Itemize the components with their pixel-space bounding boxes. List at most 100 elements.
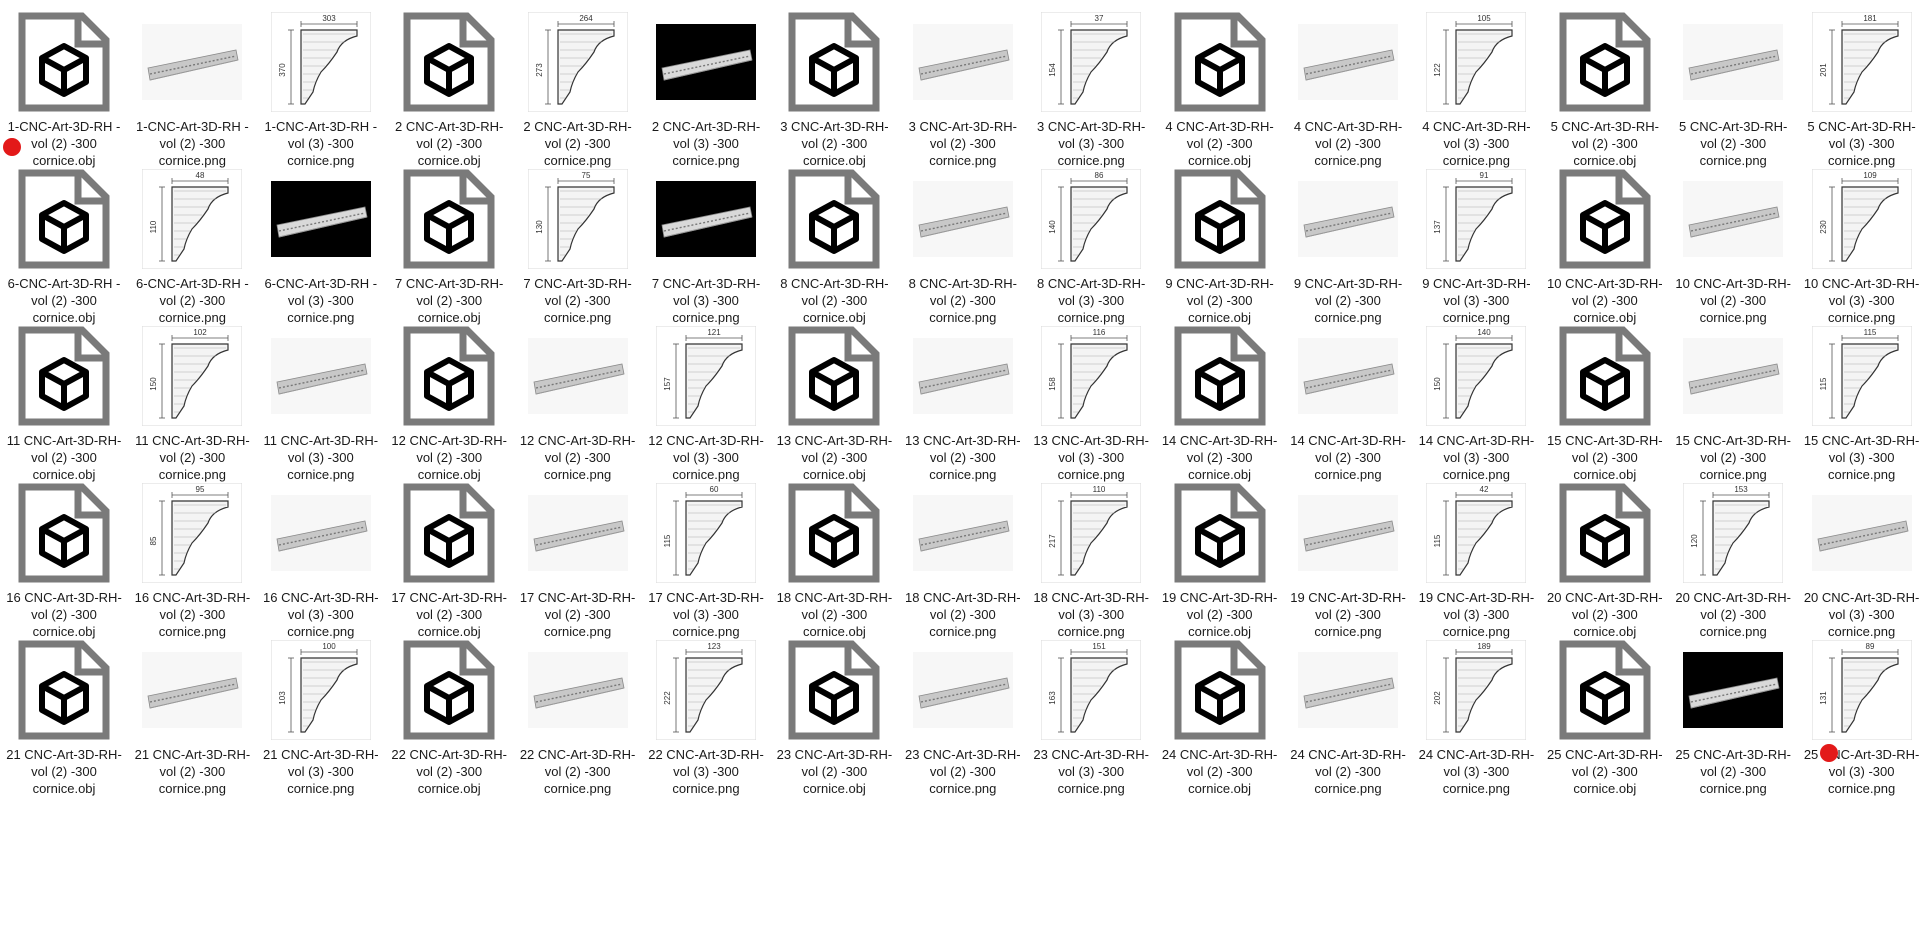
file-item[interactable]: 110 217 18 CNC-Art-3D-RH- vol (3) -300 c… [1027,471,1155,661]
file-item[interactable]: 24 CNC-Art-3D-RH- vol (2) -300 cornice.p… [1284,628,1412,818]
file-item[interactable]: 140 150 14 CNC-Art-3D-RH- vol (3) -300 c… [1412,314,1540,504]
file-item[interactable]: 60 115 17 CNC-Art-3D-RH- vol (3) -300 co… [642,471,770,661]
file-item[interactable]: 13 CNC-Art-3D-RH- vol (2) -300 cornice.p… [899,314,1027,504]
file-item[interactable]: 11 CNC-Art-3D-RH- vol (3) -300 cornice.p… [257,314,385,504]
file-name-label: 7 CNC-Art-3D-RH- vol (2) -300 cornice.ob… [395,276,504,325]
file-item[interactable]: 123 222 22 CNC-Art-3D-RH- vol (3) -300 c… [642,628,770,818]
file-item[interactable]: 21 CNC-Art-3D-RH- vol (2) -300 cornice.p… [128,628,256,818]
file-item[interactable]: 11 CNC-Art-3D-RH- vol (2) -300 cornice.o… [0,314,128,504]
file-item[interactable]: 12 CNC-Art-3D-RH- vol (2) -300 cornice.o… [385,314,513,504]
file-item[interactable]: 25 CNC-Art-3D-RH- vol (2) -300 cornice.o… [1541,628,1669,818]
file-item[interactable]: 14 CNC-Art-3D-RH- vol (2) -300 cornice.o… [1156,314,1284,504]
file-item[interactable]: 105 122 4 CNC-Art-3D-RH- vol (3) -300 co… [1412,0,1540,190]
3d-object-file-icon [1170,169,1270,269]
file-item[interactable]: 37 154 3 CNC-Art-3D-RH- vol (3) -300 cor… [1027,0,1155,190]
file-item[interactable]: 1-CNC-Art-3D-RH - vol (2) -300 cornice.o… [0,0,128,190]
svg-text:85: 85 [149,536,158,545]
file-item[interactable]: 303 370 1-CNC-Art-3D-RH - vol (3) -300 c… [257,0,385,190]
file-item[interactable]: 13 CNC-Art-3D-RH- vol (2) -300 cornice.o… [770,314,898,504]
file-item[interactable]: 19 CNC-Art-3D-RH- vol (2) -300 cornice.o… [1156,471,1284,661]
file-item[interactable]: 14 CNC-Art-3D-RH- vol (2) -300 cornice.p… [1284,314,1412,504]
file-item[interactable]: 21 CNC-Art-3D-RH- vol (2) -300 cornice.o… [0,628,128,818]
cornice-profile-drawing-thumbnail: 303 370 [270,12,371,112]
file-item[interactable]: 95 85 16 CNC-Art-3D-RH- vol (2) -300 cor… [128,471,256,661]
file-name-label: 14 CNC-Art-3D-RH- vol (2) -300 cornice.o… [1161,433,1278,482]
file-item[interactable]: 22 CNC-Art-3D-RH- vol (2) -300 cornice.p… [514,628,642,818]
file-item[interactable]: 2 CNC-Art-3D-RH- vol (3) -300 cornice.pn… [642,0,770,190]
file-item[interactable]: 6-CNC-Art-3D-RH - vol (3) -300 cornice.p… [257,157,385,347]
file-item[interactable]: 10 CNC-Art-3D-RH- vol (2) -300 cornice.o… [1541,157,1669,347]
cornice-photo-thumbnail [527,640,628,740]
file-item[interactable]: 23 CNC-Art-3D-RH- vol (2) -300 cornice.p… [899,628,1027,818]
cornice-profile-drawing-thumbnail: 121 157 [656,326,756,426]
file-item[interactable]: 1-CNC-Art-3D-RH - vol (2) -300 cornice.p… [128,0,256,190]
file-item[interactable]: 4 CNC-Art-3D-RH- vol (2) -300 cornice.ob… [1156,0,1284,190]
cornice-profile-drawing-thumbnail: 110 217 [1041,483,1142,583]
file-item[interactable]: 18 CNC-Art-3D-RH- vol (2) -300 cornice.o… [770,471,898,661]
file-item[interactable]: 8 CNC-Art-3D-RH- vol (2) -300 cornice.ob… [770,157,898,347]
file-name-label: 17 CNC-Art-3D-RH- vol (2) -300 cornice.o… [391,590,507,639]
file-name-label: 11 CNC-Art-3D-RH- vol (2) -300 cornice.o… [6,433,122,482]
file-item[interactable]: 48 110 6-CNC-Art-3D-RH - vol (2) -300 co… [128,157,256,347]
file-name-label: 10 CNC-Art-3D-RH- vol (2) -300 cornice.o… [1547,276,1663,325]
file-item[interactable]: 8 CNC-Art-3D-RH- vol (2) -300 cornice.pn… [899,157,1027,347]
cornice-profile-drawing-thumbnail: 100 103 [270,640,371,740]
file-item[interactable]: 89 131 25 CNC-Art-3D-RH- vol (3) -300 co… [1798,628,1920,818]
file-item[interactable]: 189 202 24 CNC-Art-3D-RH- vol (3) -300 c… [1412,628,1540,818]
file-item[interactable]: 15 CNC-Art-3D-RH- vol (2) -300 cornice.o… [1541,314,1669,504]
file-item[interactable]: 18 CNC-Art-3D-RH- vol (2) -300 cornice.p… [899,471,1027,661]
file-item[interactable]: 6-CNC-Art-3D-RH - vol (2) -300 cornice.o… [0,157,128,347]
file-item[interactable]: 16 CNC-Art-3D-RH- vol (3) -300 cornice.p… [257,471,385,661]
file-item[interactable]: 16 CNC-Art-3D-RH- vol (2) -300 cornice.o… [0,471,128,661]
file-item[interactable]: 25 CNC-Art-3D-RH- vol (2) -300 cornice.p… [1669,628,1797,818]
file-item[interactable]: 109 230 10 CNC-Art-3D-RH- vol (3) -300 c… [1798,157,1920,347]
file-item[interactable]: 153 120 20 CNC-Art-3D-RH- vol (2) -300 c… [1669,471,1797,661]
file-item[interactable]: 75 130 7 CNC-Art-3D-RH- vol (2) -300 cor… [514,157,642,347]
svg-text:264: 264 [579,14,593,23]
svg-text:131: 131 [1819,691,1828,705]
file-item[interactable]: 151 163 23 CNC-Art-3D-RH- vol (3) -300 c… [1027,628,1155,818]
file-item[interactable]: 15 CNC-Art-3D-RH- vol (2) -300 cornice.p… [1669,314,1797,504]
svg-text:150: 150 [149,377,158,391]
file-item[interactable]: 17 CNC-Art-3D-RH- vol (2) -300 cornice.p… [514,471,642,661]
file-item[interactable]: 116 158 13 CNC-Art-3D-RH- vol (3) -300 c… [1027,314,1155,504]
3d-object-file-icon [1170,640,1270,740]
3d-object-file-icon [1555,483,1655,583]
svg-text:130: 130 [535,220,544,234]
file-item[interactable]: 5 CNC-Art-3D-RH- vol (2) -300 cornice.pn… [1669,0,1797,190]
file-item[interactable]: 20 CNC-Art-3D-RH- vol (2) -300 cornice.o… [1541,471,1669,661]
file-item[interactable]: 42 115 19 CNC-Art-3D-RH- vol (3) -300 co… [1412,471,1540,661]
file-item[interactable]: 264 273 2 CNC-Art-3D-RH- vol (2) -300 co… [514,0,642,190]
file-name-label: 24 CNC-Art-3D-RH- vol (2) -300 cornice.p… [1290,747,1406,796]
file-item[interactable]: 102 150 11 CNC-Art-3D-RH- vol (2) -300 c… [128,314,256,504]
svg-text:115: 115 [663,534,672,547]
file-item[interactable]: 9 CNC-Art-3D-RH- vol (2) -300 cornice.ob… [1156,157,1284,347]
file-item[interactable]: 7 CNC-Art-3D-RH- vol (2) -300 cornice.ob… [385,157,513,347]
file-item[interactable]: 4 CNC-Art-3D-RH- vol (2) -300 cornice.pn… [1284,0,1412,190]
file-item[interactable]: 2 CNC-Art-3D-RH- vol (2) -300 cornice.ob… [385,0,513,190]
file-item[interactable]: 100 103 21 CNC-Art-3D-RH- vol (3) -300 c… [257,628,385,818]
file-item[interactable]: 20 CNC-Art-3D-RH- vol (3) -300 cornice.p… [1798,471,1920,661]
file-item[interactable]: 17 CNC-Art-3D-RH- vol (2) -300 cornice.o… [385,471,513,661]
file-item[interactable]: 22 CNC-Art-3D-RH- vol (2) -300 cornice.o… [385,628,513,818]
file-item[interactable]: 91 137 9 CNC-Art-3D-RH- vol (3) -300 cor… [1412,157,1540,347]
file-item[interactable]: 3 CNC-Art-3D-RH- vol (2) -300 cornice.ob… [770,0,898,190]
file-item[interactable]: 5 CNC-Art-3D-RH- vol (2) -300 cornice.ob… [1541,0,1669,190]
file-item[interactable]: 121 157 12 CNC-Art-3D-RH- vol (3) -300 c… [642,314,770,504]
file-item[interactable]: 12 CNC-Art-3D-RH- vol (2) -300 cornice.p… [514,314,642,504]
file-item[interactable]: 7 CNC-Art-3D-RH- vol (3) -300 cornice.pn… [642,157,770,347]
file-item[interactable]: 10 CNC-Art-3D-RH- vol (2) -300 cornice.p… [1669,157,1797,347]
file-item[interactable]: 86 140 8 CNC-Art-3D-RH- vol (3) -300 cor… [1027,157,1155,347]
file-name-label: 23 CNC-Art-3D-RH- vol (2) -300 cornice.o… [776,747,893,796]
file-item[interactable]: 23 CNC-Art-3D-RH- vol (2) -300 cornice.o… [770,628,898,818]
file-item[interactable]: 24 CNC-Art-3D-RH- vol (2) -300 cornice.o… [1156,628,1284,818]
svg-text:157: 157 [663,377,672,391]
file-name-label: 11 CNC-Art-3D-RH- vol (3) -300 cornice.p… [263,433,379,482]
file-item[interactable]: 3 CNC-Art-3D-RH- vol (2) -300 cornice.pn… [899,0,1027,190]
file-item[interactable]: 181 201 5 CNC-Art-3D-RH- vol (3) -300 co… [1798,0,1920,190]
file-item[interactable]: 9 CNC-Art-3D-RH- vol (2) -300 cornice.pn… [1284,157,1412,347]
file-item[interactable]: 19 CNC-Art-3D-RH- vol (2) -300 cornice.p… [1284,471,1412,661]
file-name-label: 22 CNC-Art-3D-RH- vol (2) -300 cornice.o… [391,747,507,796]
file-name-label: 16 CNC-Art-3D-RH- vol (2) -300 cornice.o… [6,590,122,639]
file-item[interactable]: 115 115 15 CNC-Art-3D-RH- vol (3) -300 c… [1798,314,1920,504]
